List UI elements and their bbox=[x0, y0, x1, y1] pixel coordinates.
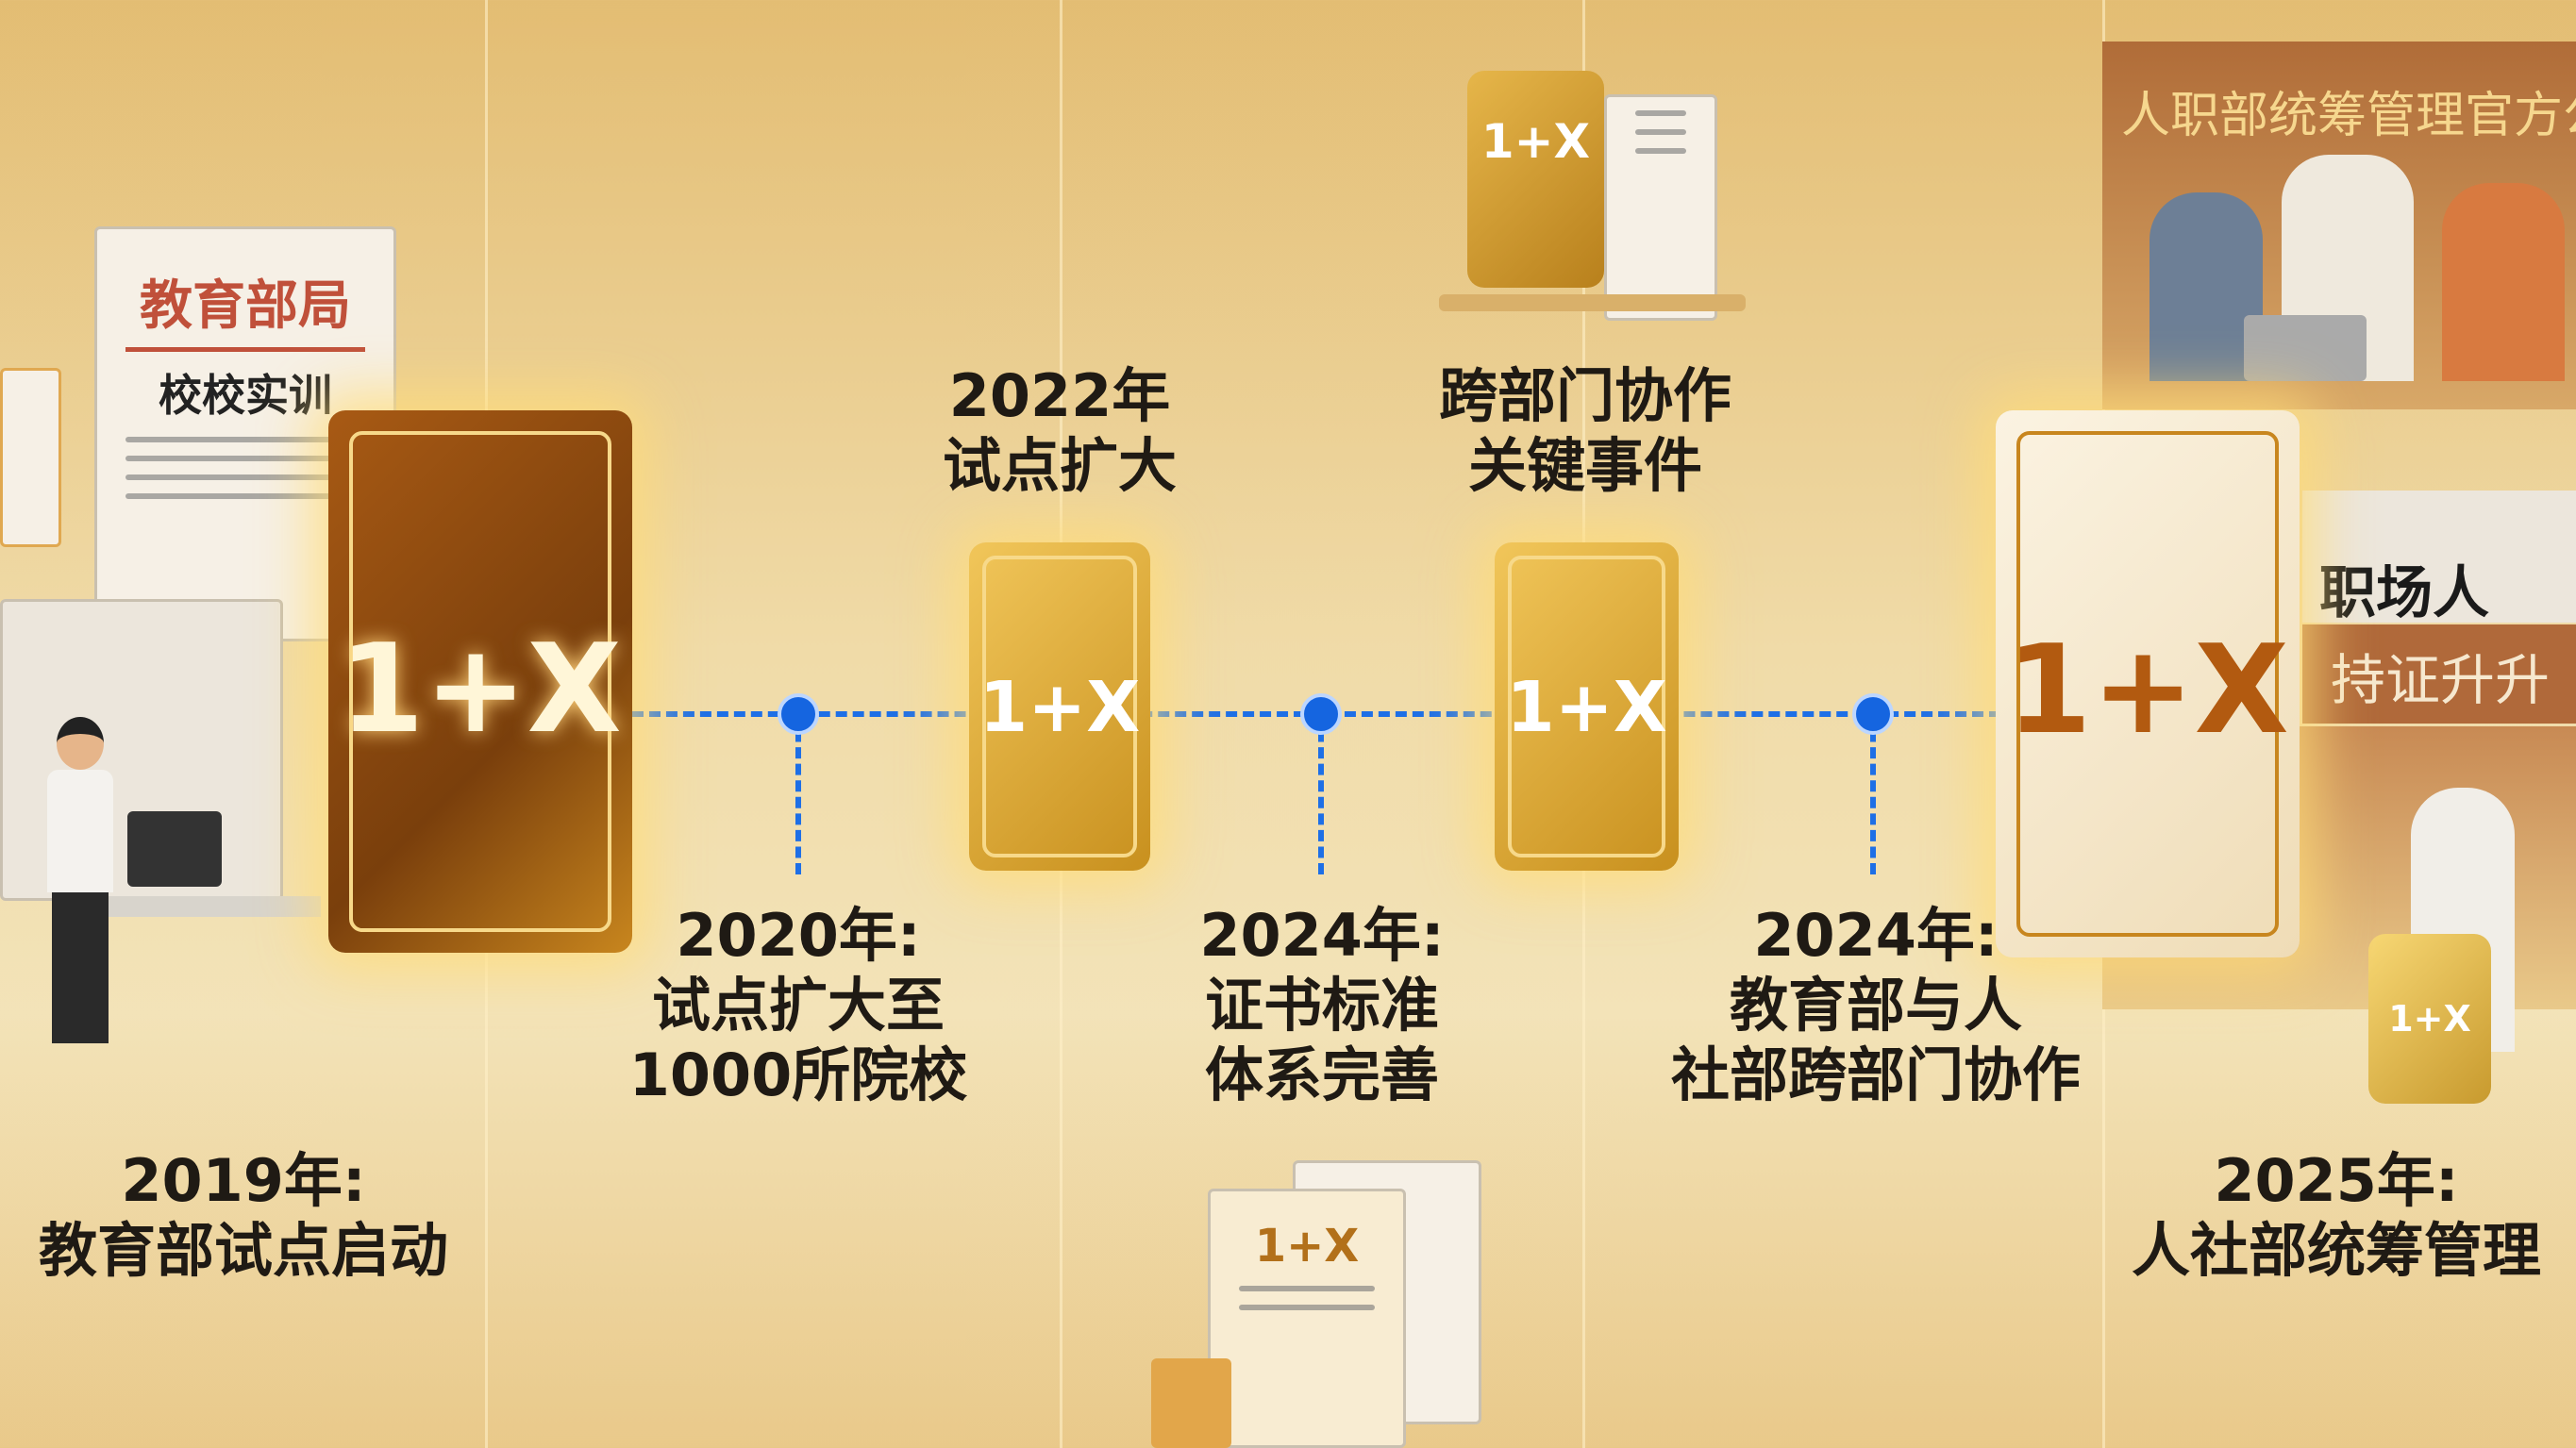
tag-panel: 职场人 bbox=[2302, 491, 2576, 626]
milestone-2025: 2025年:人社部统筹管理 bbox=[2131, 1146, 2542, 1285]
document-subtitle: 校校实训 bbox=[159, 370, 332, 421]
timeline-connector bbox=[795, 714, 801, 874]
milestone-key-event: 跨部门协作关键事件 bbox=[1438, 361, 1732, 500]
plant-box bbox=[1151, 1358, 1231, 1448]
shelf bbox=[1439, 294, 1746, 311]
small-certificate: 1+X bbox=[2368, 934, 2491, 1104]
staff-figure bbox=[2442, 183, 2565, 381]
timeline-dot bbox=[1852, 693, 1894, 735]
certificate-book-large: 1+X bbox=[328, 410, 632, 953]
tag-top: 职场人 bbox=[2319, 560, 2489, 626]
document-page bbox=[1604, 94, 1717, 321]
tag-bottom: 持证升升 bbox=[2331, 648, 2551, 712]
certificate-document-stack: 1+X bbox=[1467, 71, 1604, 288]
timeline-dot bbox=[1300, 693, 1342, 735]
certificate-book: 1+X bbox=[1495, 542, 1679, 871]
tag-bottom-panel: 持证升升 bbox=[2302, 624, 2576, 724]
announcement-panel: 人职部统筹管理官方公告 bbox=[2102, 42, 2576, 409]
notice-board bbox=[0, 368, 61, 547]
document-title: 教育部局 bbox=[140, 275, 351, 337]
whiteboard bbox=[0, 599, 283, 901]
timeline-connector bbox=[1870, 714, 1876, 874]
certificate-book: 1+X bbox=[969, 542, 1150, 871]
milestone-2022: 2022年试点扩大 bbox=[942, 361, 1178, 500]
timeline-connector bbox=[1318, 714, 1324, 874]
milestone-2024-collaboration: 2024年:教育部与人社部跨部门协作 bbox=[1670, 901, 2082, 1109]
milestone-2019: 2019年:教育部试点启动 bbox=[38, 1146, 449, 1285]
timeline-dot bbox=[778, 693, 819, 735]
milestone-2024-standards: 2024年:证书标准体系完善 bbox=[1199, 901, 1445, 1109]
announcement-title: 人职部统筹管理官方公告 bbox=[2121, 88, 2576, 144]
laptop bbox=[2244, 315, 2367, 381]
certificate-book-light: 1+X bbox=[1996, 410, 2300, 957]
computer-monitor bbox=[127, 811, 222, 887]
desk bbox=[75, 896, 321, 917]
teacher-figure bbox=[47, 717, 113, 1057]
certificate-document: 1+X bbox=[1208, 1189, 1406, 1448]
